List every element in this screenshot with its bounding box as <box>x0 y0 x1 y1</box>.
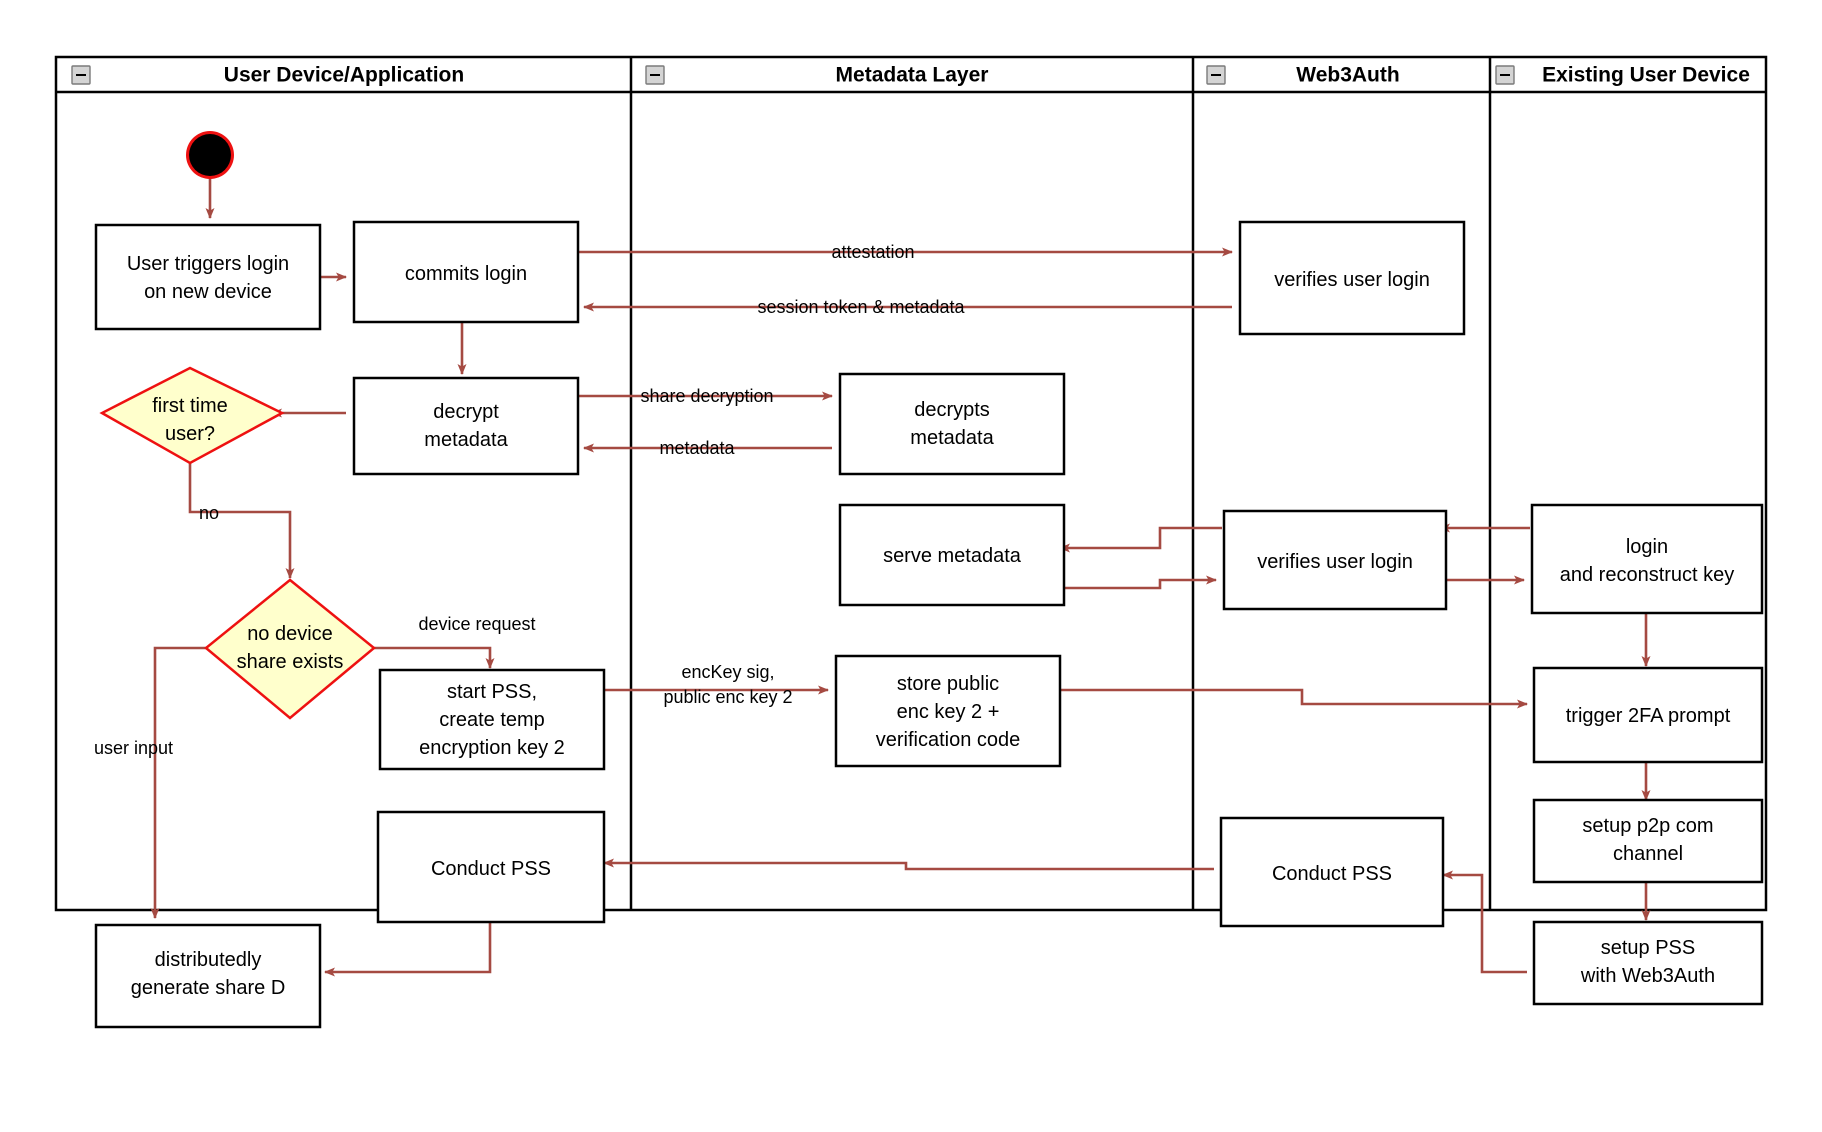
edge-conduct-pss-to-share-d <box>324 921 492 977</box>
node-label-user-triggers-login-line2: on new device <box>144 281 272 303</box>
lane-header-metadata[interactable]: Metadata Layer <box>645 64 989 87</box>
node-commits-login[interactable]: commits login <box>352 220 580 324</box>
node-label-no-device-share-line2: share exists <box>237 651 344 673</box>
node-setup-pss-with-web3auth[interactable]: setup PSS with Web3Auth <box>1532 920 1764 1006</box>
lane-header-web3auth[interactable]: Web3Auth <box>1206 64 1400 87</box>
node-label-conduct-pss-user: Conduct PSS <box>431 858 551 880</box>
node-label-start-pss-line1: start PSS, <box>447 681 537 703</box>
edge-label-session-token: session token & metadata <box>757 297 965 317</box>
node-label-setup-pss-line1: setup PSS <box>1601 937 1696 959</box>
node-label-login-reconstruct-line1: login <box>1626 536 1668 558</box>
node-distributedly-generate-share-d[interactable]: distributedly generate share D <box>94 923 322 1029</box>
edge-label-enckey-sig-line1: encKey sig, <box>681 662 774 682</box>
edge-conduct-pss-web3auth-to-user <box>603 858 1214 871</box>
lane-title-existing-device: Existing User Device <box>1542 64 1750 87</box>
node-label-user-triggers-login-line1: User triggers login <box>127 253 289 275</box>
node-decrypt-metadata[interactable]: decrypt metadata <box>352 376 580 476</box>
edge-serve-metadata-to-verify <box>1060 575 1217 590</box>
node-label-start-pss-line3: encryption key 2 <box>419 737 565 759</box>
node-label-decrypt-metadata-line2: metadata <box>424 429 508 451</box>
node-label-decrypt-metadata-line1: decrypt <box>433 401 499 423</box>
edge-verify-to-serve-metadata <box>1059 526 1222 553</box>
node-label-share-d-line2: generate share D <box>131 977 286 999</box>
edge-label-enckey-sig-line2: public enc key 2 <box>663 687 792 707</box>
node-label-commits-login: commits login <box>405 263 527 285</box>
lane-header-user-device[interactable]: User Device/Application <box>71 64 464 87</box>
flow-edges <box>150 165 1651 977</box>
edge-label-device-request: device request <box>418 614 535 634</box>
node-label-login-reconstruct-line2: and reconstruct key <box>1560 564 1735 586</box>
node-verifies-user-login-1[interactable]: verifies user login <box>1238 220 1466 336</box>
node-label-serve-metadata: serve metadata <box>883 545 1022 567</box>
node-label-store-key-line2: enc key 2 + <box>897 701 1000 723</box>
node-serve-metadata[interactable]: serve metadata <box>838 503 1066 607</box>
node-verifies-user-login-2[interactable]: verifies user login <box>1222 509 1448 611</box>
node-decrypts-metadata[interactable]: decrypts metadata <box>838 372 1066 476</box>
node-no-device-share-decision[interactable]: no device share exists <box>204 578 376 720</box>
lane-title-user-device: User Device/Application <box>224 64 464 87</box>
edge-label-no: no <box>199 503 219 523</box>
lane-header-existing-device[interactable]: Existing User Device <box>1495 64 1750 87</box>
node-label-store-key-line1: store public <box>897 673 999 695</box>
node-login-and-reconstruct-key[interactable]: login and reconstruct key <box>1530 503 1764 615</box>
node-first-time-user-decision[interactable]: first time user? <box>99 366 285 465</box>
node-label-verifies-user-login-1: verifies user login <box>1274 269 1430 291</box>
edge-label-metadata: metadata <box>659 438 735 458</box>
node-initial-start[interactable] <box>186 131 234 179</box>
node-label-share-d-line1: distributedly <box>155 949 262 971</box>
swimlane-frame <box>54 55 1768 912</box>
lane-title-metadata: Metadata Layer <box>836 64 989 87</box>
node-label-setup-pss-line2: with Web3Auth <box>1580 965 1715 987</box>
edge-label-attestation: attestation <box>831 242 914 262</box>
edge-user-input <box>150 646 206 919</box>
edge-label-group: attestation session token & metadata sha… <box>94 242 966 758</box>
node-label-store-key-line3: verification code <box>876 729 1021 751</box>
node-label-first-time-user-line2: user? <box>165 423 215 445</box>
node-setup-p2p-com-channel[interactable]: setup p2p com channel <box>1532 798 1764 884</box>
node-label-no-device-share-line1: no device <box>247 623 333 645</box>
node-label-verifies-user-login-2: verifies user login <box>1257 551 1413 573</box>
node-conduct-pss-web3auth[interactable]: Conduct PSS <box>1219 816 1445 928</box>
node-start-pss[interactable]: start PSS, create temp encryption key 2 <box>378 668 606 771</box>
edge-no-branch <box>188 463 295 579</box>
node-conduct-pss-user[interactable]: Conduct PSS <box>376 810 606 924</box>
node-label-conduct-pss-web3auth: Conduct PSS <box>1272 863 1392 885</box>
lane-title-web3auth: Web3Auth <box>1296 64 1399 87</box>
node-label-start-pss-line2: create temp <box>439 709 545 731</box>
edge-label-user-input: user input <box>94 738 173 758</box>
node-label-decrypts-metadata-line2: metadata <box>910 427 994 449</box>
node-store-public-enc-key[interactable]: store public enc key 2 + verification co… <box>834 654 1062 768</box>
edge-label-share-decryption: share decryption <box>640 386 773 406</box>
node-user-triggers-login[interactable]: User triggers login on new device <box>94 223 322 331</box>
edge-store-key-to-2fa <box>1060 688 1528 709</box>
node-label-first-time-user-line1: first time <box>152 395 228 417</box>
edge-device-request <box>374 646 495 669</box>
node-label-decrypts-metadata-line1: decrypts <box>914 399 990 421</box>
node-trigger-2fa-prompt[interactable]: trigger 2FA prompt <box>1532 666 1764 764</box>
node-label-setup-p2p-line2: channel <box>1613 843 1683 865</box>
edge-setup-pss-to-conduct-pss-web3auth <box>1442 870 1527 974</box>
node-label-trigger-2fa: trigger 2FA prompt <box>1566 705 1731 727</box>
node-label-setup-p2p-line1: setup p2p com <box>1582 815 1713 837</box>
